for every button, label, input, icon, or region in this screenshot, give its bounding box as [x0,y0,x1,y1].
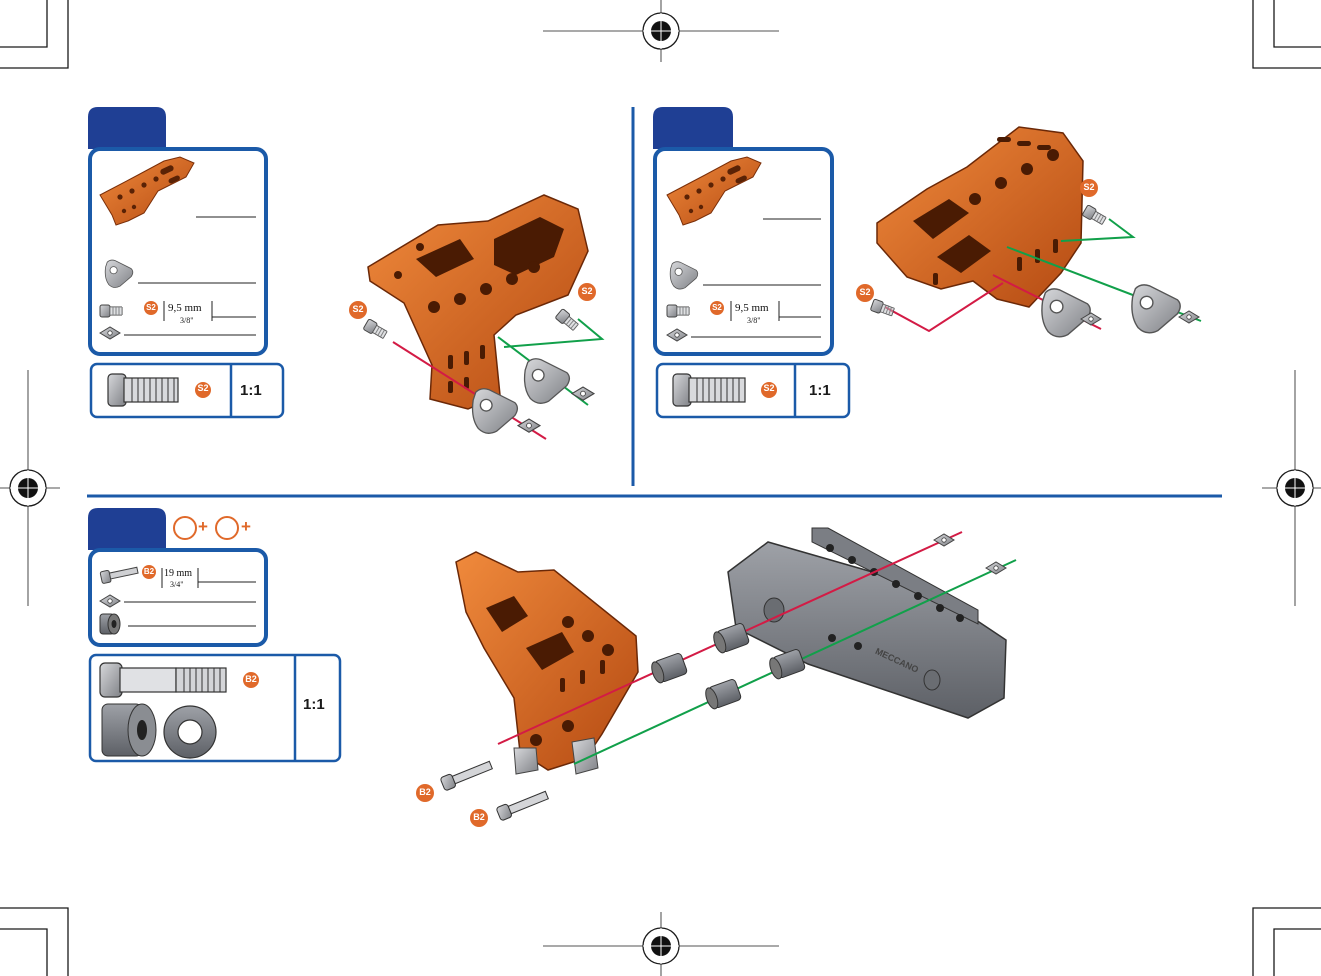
registration-target-bottom [643,928,679,964]
step3-builder-icon-2 [216,517,238,539]
step3-plus-2: + [241,517,251,537]
step2-callout-left: S2 [856,287,874,297]
step2-scale-ratio: 1:1 [809,382,831,399]
step1-panel: S2 9,5 mm 3/8" S2 1:1 S2 S2 [88,107,628,487]
step2-graphics [653,107,1213,487]
step3-orange-plate [456,552,638,774]
step2-part-bolt-badge: S2 [710,301,724,315]
step3-panel: + + B2 19 mm 3/4" B2 1:1 MECCANO B2 B2 [88,508,1218,838]
step3-grey-block [728,528,1006,718]
step3-callout-bolt-2: B2 [470,812,488,822]
step3-graphics [88,508,1218,838]
step1-number-tab [88,107,166,149]
step2-panel: S2 9,5 mm 3/8" S2 1:1 S2 S2 [653,107,1213,487]
step2-callout-right: S2 [1080,182,1098,192]
step1-graphics [88,107,628,487]
registration-target-right [1277,470,1313,506]
registration-target-top [643,13,679,49]
step2-bolt-length-in: 3/8" [747,316,761,325]
step3-builder-icon-1 [174,517,196,539]
step3-plus-1: + [198,517,208,537]
step1-callout-right: S2 [578,286,596,296]
step2-number-tab [653,107,733,149]
step3-callout-bolt-1: B2 [416,787,434,797]
step1-callout-left: S2 [349,304,367,314]
step3-bolt-length-in: 3/4" [170,580,184,589]
step1-scale-bolt-badge: S2 [195,383,211,393]
step2-assembly [877,127,1083,307]
step1-bolt-length-mm: 9,5 mm [168,302,202,314]
step3-number-tab [88,508,166,550]
step2-scale-bolt-badge: S2 [761,383,777,393]
step1-part-bolt-badge: S2 [144,301,158,315]
step1-bolt-length-in: 3/8" [180,316,194,325]
step3-part-bolt-badge: B2 [142,565,156,579]
step1-scale-ratio: 1:1 [240,382,262,399]
registration-target-left [10,470,46,506]
step3-scale-bolt-badge: B2 [243,674,259,684]
step3-scale-ratio: 1:1 [303,696,325,713]
step3-bolt-length-mm: 19 mm [164,568,192,579]
step2-bolt-length-mm: 9,5 mm [735,302,769,314]
